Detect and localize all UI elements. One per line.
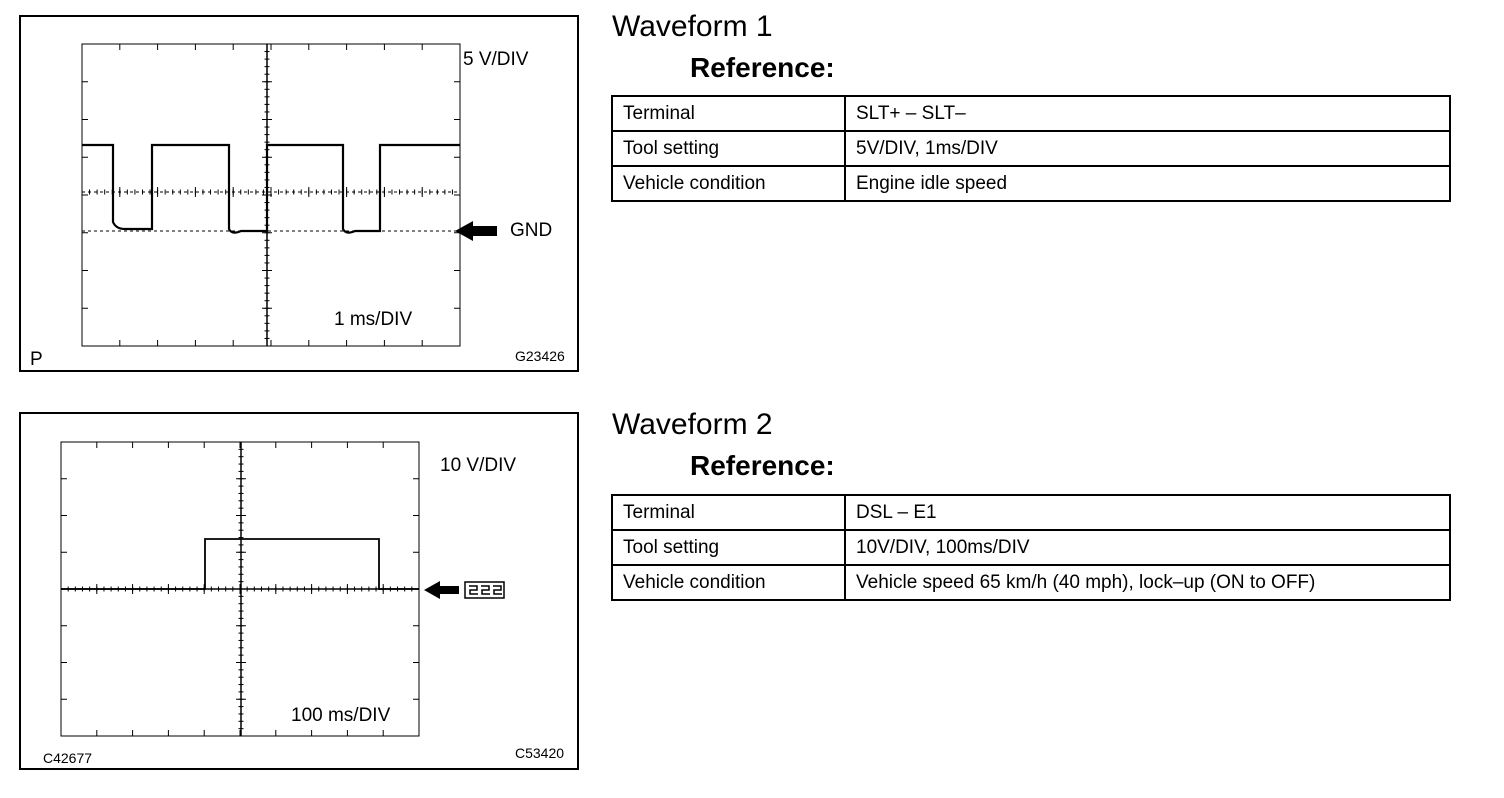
table-row: Tool setting 5V/DIV, 1ms/DIV	[611, 130, 1451, 167]
waveform-2-reference-table: Terminal DSL – E1 Tool setting 10V/DIV, …	[611, 494, 1451, 601]
waveform-2-trace	[61, 538, 419, 590]
tool-setting-label: Tool setting	[611, 529, 846, 566]
vehicle-condition-value: Vehicle speed 65 km/h (40 mph), lock–up …	[844, 564, 1451, 601]
waveform-1-graph	[81, 43, 497, 347]
ground-arrow-icon	[424, 581, 459, 599]
figure-code-right: C53420	[515, 745, 565, 761]
terminal-value: DSL – E1	[844, 494, 1451, 531]
figure-code-left: C42677	[43, 750, 93, 766]
waveform-2-reference-label: Reference:	[690, 450, 835, 481]
terminal-label: Terminal	[611, 494, 846, 531]
vehicle-condition-label: Vehicle condition	[611, 564, 846, 601]
tool-setting-value: 5V/DIV, 1ms/DIV	[844, 130, 1451, 167]
volt-div-label: 5 V/DIV	[463, 49, 529, 70]
corner-label: P	[30, 349, 43, 370]
vehicle-condition-label: Vehicle condition	[611, 165, 846, 202]
table-row: Terminal DSL – E1	[611, 494, 1451, 531]
table-row: Terminal SLT+ – SLT–	[611, 95, 1451, 132]
time-div-label: 100 ms/DIV	[291, 705, 391, 726]
waveform-1-trace	[82, 143, 460, 234]
volt-div-label: 10 V/DIV	[440, 455, 517, 476]
oscilloscope-panel-2: 10 V/DIV 100 ms/DIV C42677 C53420	[19, 412, 579, 770]
ground-arrow-icon	[455, 221, 497, 241]
waveform-1-reference-label: Reference:	[690, 52, 835, 83]
tool-setting-label: Tool setting	[611, 130, 846, 167]
waveform-1-title: Waveform 1	[612, 10, 773, 43]
figure-code: G23426	[515, 348, 565, 364]
terminal-value: SLT+ – SLT–	[844, 95, 1451, 132]
table-row: Vehicle condition Engine idle speed	[611, 165, 1451, 202]
table-row: Tool setting 10V/DIV, 100ms/DIV	[611, 529, 1451, 566]
table-row: Vehicle condition Vehicle speed 65 km/h …	[611, 564, 1451, 601]
terminal-label: Terminal	[611, 95, 846, 132]
oscilloscope-panel-1: 5 V/DIV GND 1 ms/DIV P G23426	[19, 15, 579, 372]
waveform-2-graph	[60, 441, 505, 737]
tool-setting-value: 10V/DIV, 100ms/DIV	[844, 529, 1451, 566]
ground-symbol-icon	[464, 581, 505, 599]
vehicle-condition-value: Engine idle speed	[844, 165, 1451, 202]
waveform-1-reference-table: Terminal SLT+ – SLT– Tool setting 5V/DIV…	[611, 95, 1451, 202]
time-div-label: 1 ms/DIV	[334, 309, 413, 330]
waveform-2-title: Waveform 2	[612, 408, 773, 441]
ground-label: GND	[510, 220, 553, 241]
